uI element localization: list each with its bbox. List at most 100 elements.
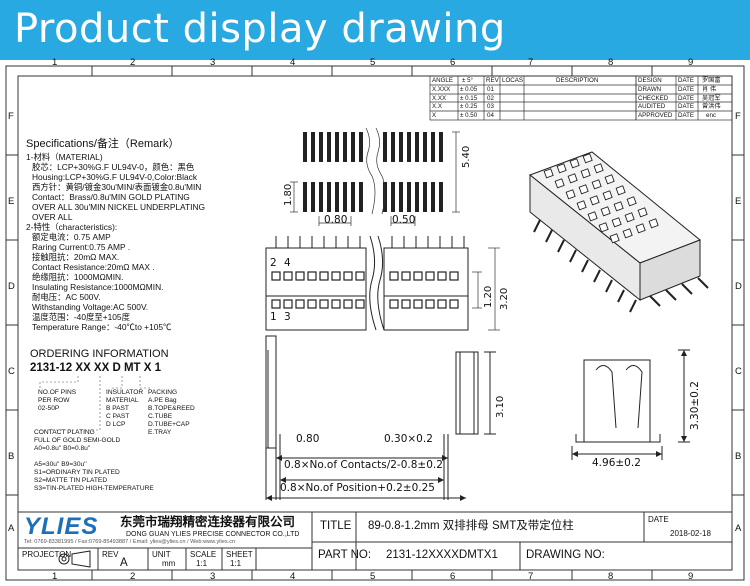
spec-line: 1-材料（MATERIAL) <box>26 152 103 162</box>
approval-field: DATE <box>678 77 695 84</box>
ordering-plating-line: FULL OF GOLD SEMI-GOLD <box>34 437 121 444</box>
approval-name: 吴冠军 <box>702 95 721 102</box>
approval-name: 曾洪伟 <box>702 103 721 110</box>
scale-label: SCALE <box>190 550 217 559</box>
company-logo: YLIES <box>24 513 99 540</box>
pin-number-1: 1 <box>270 311 277 323</box>
column-label: 3 <box>210 571 216 582</box>
row-label: C <box>735 366 742 377</box>
dim-bottom-pitch: 0.80 <box>296 433 320 445</box>
ordering-insulator-line: INSULATOR <box>106 389 144 396</box>
rev-cell: 01 <box>487 86 494 93</box>
ordering-packing-line: D.TUBE+CAP <box>148 421 190 428</box>
ordering-insulator-line: MATERIAL <box>106 397 139 404</box>
ordering-packing-line: PACKING <box>148 389 178 396</box>
column-label: 8 <box>608 571 614 582</box>
spec-line: Contact Resistance:20mΩ MAX . <box>32 262 155 272</box>
scale-value: 1:1 <box>196 559 208 568</box>
row-label: F <box>8 111 14 122</box>
dim-side-height: 3.10 <box>495 395 506 418</box>
title-value: 89-0.8-1.2mm 双排排母 SMT及带定位柱 <box>368 520 574 532</box>
ordering-code: 2131-12 XX XX D MT X 1 <box>30 362 162 374</box>
ordering-pins-line: 02-50P <box>38 405 60 412</box>
drawing-linework <box>5 65 745 581</box>
approval-name: enc <box>706 112 716 119</box>
dim-profile-width: 4.96±0.2 <box>592 457 641 469</box>
dim-contacts-formula: 0.8×No.of Contacts/2-0.8±0.2 <box>284 459 443 471</box>
rev-cell: ± 0.05 <box>460 86 478 93</box>
spec-line: Housing:LCP+30%G.F UL94V-0,Color:Black <box>32 172 198 182</box>
approval-field: DATE <box>678 86 695 93</box>
ordering-plating-line: S3=TIN-PLATED HIGH-TEMPERATURE <box>34 485 154 492</box>
rev-cell: X.X <box>432 103 442 110</box>
rev-cell: X.XX <box>432 95 447 102</box>
ordering-packing-line: A.PE Bag <box>148 397 177 404</box>
pin-number-3: 3 <box>284 311 291 323</box>
spec-line: 西方针：黄铜/镀金30u'MIN/表面镀金0.8u'MIN <box>32 182 202 192</box>
rev-cell: 04 <box>487 112 494 119</box>
column-label: 6 <box>450 57 456 68</box>
column-label: 5 <box>370 57 376 68</box>
company-name-en: DONG GUAN YLIES PRECISE CONNECTOR CO.,LT… <box>126 531 300 538</box>
spec-line: 耐电压：AC 500V. <box>32 292 101 302</box>
row-label: B <box>8 451 15 462</box>
column-label: 9 <box>688 57 694 68</box>
dim-pitch-a: 0.80 <box>324 214 348 226</box>
ordering-plating-line: CONTACT PLATING <box>34 429 95 436</box>
ordering-packing-line: C.TUBE <box>148 413 173 420</box>
ordering-plating-line: S1=ORDINARY TIN PLATED <box>34 469 120 476</box>
approval-field: DATE <box>678 112 695 119</box>
ordering-plating-line: A0=0.8u'' B0=0.8u'' <box>34 445 91 452</box>
drawing-sheet: 1 2 3 4 5 6 7 8 9 1 2 3 4 5 6 7 8 9 F E … <box>0 57 750 586</box>
projection-label: PROJECTON <box>22 550 72 559</box>
row-label: F <box>735 111 741 122</box>
rev-cell: 02 <box>487 95 494 102</box>
pin-number-4: 4 <box>284 257 291 269</box>
row-label: D <box>8 281 15 292</box>
rev-cell: X <box>432 112 437 119</box>
approval-name: 肖 伟 <box>702 86 717 93</box>
approval-role: CHECKED <box>638 95 669 102</box>
row-label: C <box>8 366 15 377</box>
unit-value: mm <box>162 559 176 568</box>
ordering-insulator-line: C PAST <box>106 413 130 420</box>
rev-cell: 03 <box>487 103 494 110</box>
column-label: 5 <box>370 571 376 582</box>
rev-cell: ± 0.15 <box>460 95 478 102</box>
row-label: A <box>8 523 15 534</box>
unit-label: UNIT <box>152 550 171 559</box>
dim-pitch-b: 0.50 <box>392 214 416 226</box>
rev-header-locas: LOCAS <box>502 77 523 84</box>
column-label: 4 <box>290 57 296 68</box>
drawing-no-label: DRAWING NO: <box>526 549 605 561</box>
ordering-plating-line: S2=MATTE TIN PLATED <box>34 477 108 484</box>
specifications-heading: Specifications/备注（Remark） <box>26 138 180 150</box>
row-label: A <box>735 523 742 534</box>
column-label: 6 <box>450 571 456 582</box>
ordering-packing-line: B.TOPE&REED <box>148 405 195 412</box>
ordering-pins-line: PER ROW <box>38 397 70 404</box>
date-value: 2018-02-18 <box>670 529 711 538</box>
ordering-leader-lines <box>39 376 152 431</box>
approval-role: DESIGN <box>638 77 662 84</box>
rev-header-rev: REV <box>486 77 499 84</box>
spec-line: 2-特性（characteristics): <box>26 222 118 232</box>
company-contact: Tel: 0769-83381995 / Fax:0769-85493887 /… <box>24 539 236 545</box>
row-label: D <box>735 281 742 292</box>
company-name-cn: 东莞市瑞翔精密连接器有限公司 <box>120 515 296 529</box>
dim-top-height: 5.40 <box>461 145 472 168</box>
ordering-pins-line: NO.OF PINS <box>38 389 77 396</box>
rev-header-angle: ANGLE <box>432 77 453 84</box>
title-label: TITLE <box>320 520 352 532</box>
spec-line: 胶芯：LCP+30%G.F UL94V-0，颜色：黑色 <box>32 162 195 172</box>
row-label: B <box>735 451 742 462</box>
spec-line: 额定电流：0.75 AMP <box>32 232 111 242</box>
ordering-plating-line: A5=30u'' B9=30u'' <box>34 461 87 468</box>
dim-profile-height: 3.30±0.2 <box>689 381 701 430</box>
spec-line: 绝缘阻抗：1000MΩMIN. <box>32 272 124 282</box>
spec-line: 接触阻抗：20mΩ MAX. <box>32 252 120 262</box>
spec-line: 温度范围：-40度至+105度 <box>32 312 130 322</box>
spec-line: OVER ALL 30u'MIN NICKEL UNDERPLATING <box>32 202 206 212</box>
date-label: DATE <box>648 515 669 524</box>
ordering-insulator-line: B PAST <box>106 405 129 412</box>
